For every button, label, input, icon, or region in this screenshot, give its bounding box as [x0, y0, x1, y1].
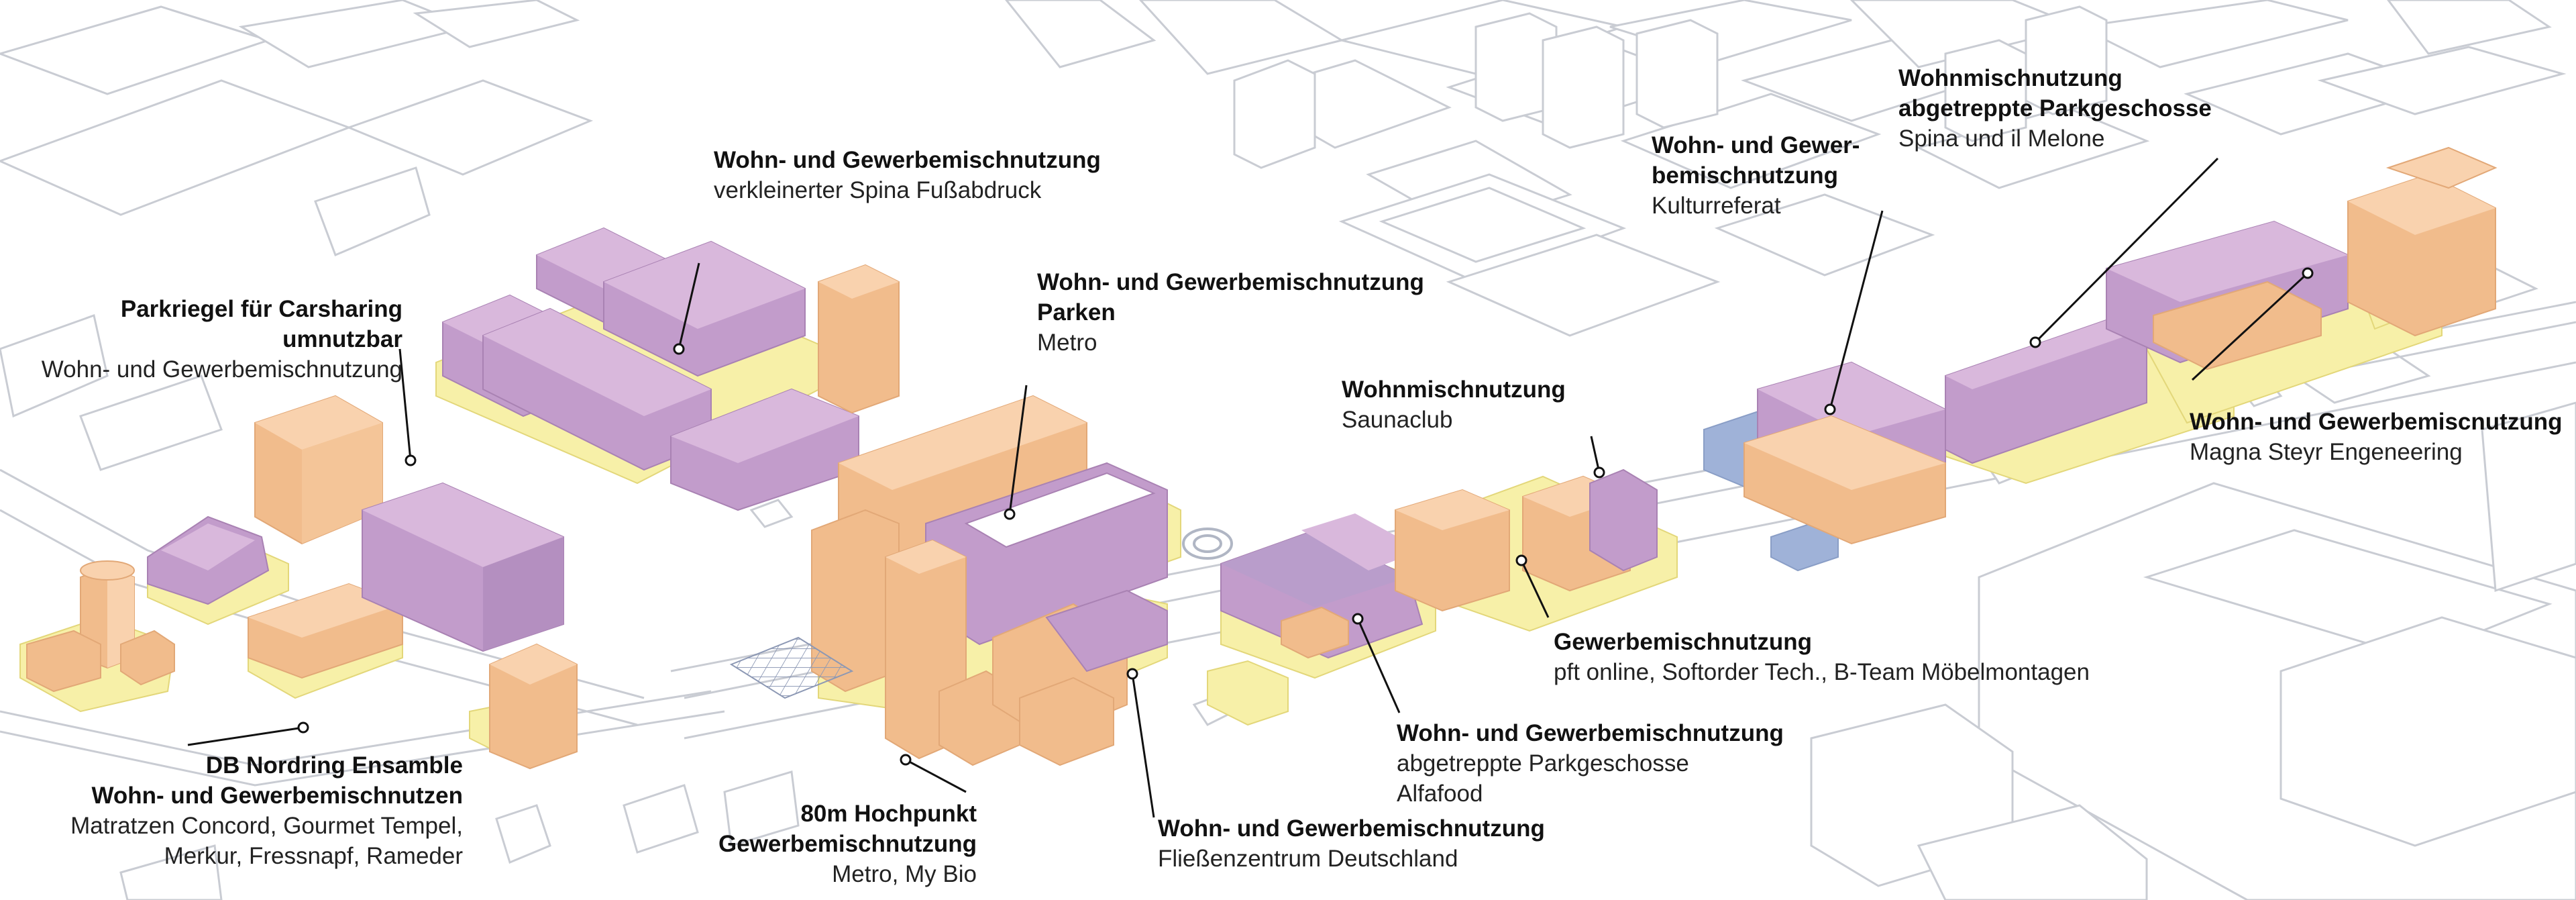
label-hochpunkt: 80m Hochpunkt Gewerbemischnutzung Metro,… — [671, 799, 977, 889]
label-title: 80m Hochpunkt — [800, 801, 977, 827]
label-title: Gewerbemischnutzung — [1554, 629, 1813, 655]
label-title: Wohn- und Gewerbemischnutzung — [1037, 269, 1424, 295]
building-metro-complex — [729, 395, 1233, 766]
label-title: Wohn- und Gewerbemiscnutzung — [2190, 409, 2563, 435]
label-subtitle: Matratzen Concord, Gourmet Tempel, — [70, 813, 463, 839]
building-kulturreferat — [1703, 361, 1946, 572]
label-title: Gewerbemischnutzung — [718, 831, 977, 857]
label-subtitle: Saunaclub — [1342, 407, 1453, 433]
label-alfafood: Wohn- und Gewerbemischnutzung abgetreppt… — [1397, 718, 1784, 809]
label-title: Wohnmischnutzung — [1342, 377, 1566, 403]
label-subtitle: Magna Steyr Engeneering — [2190, 439, 2463, 465]
label-title: umnutzbar — [282, 326, 402, 352]
label-subtitle: Metro — [1037, 330, 1097, 356]
label-spina-footprint: Wohn- und Gewerbemischnutzung verkleiner… — [714, 145, 1101, 205]
label-subtitle: Wohn- und Gewerbemischnutzung — [41, 356, 402, 383]
label-gewerbe: Gewerbemischnutzung pft online, Softorde… — [1554, 627, 2090, 687]
label-title: Parken — [1037, 299, 1116, 326]
label-title: abgetreppte Parkgeschosse — [1898, 95, 2212, 121]
leader-dots — [297, 267, 2314, 766]
building-nordring-tower — [26, 560, 175, 693]
label-fliessen: Wohn- und Gewerbemischnutzung Fließenzen… — [1158, 813, 1545, 874]
label-title: DB Nordring Ensamble — [205, 752, 463, 779]
label-saunaclub: Wohnmischnutzung Saunaclub — [1342, 374, 1566, 435]
building-magna — [2106, 146, 2498, 370]
building-spina-complex — [442, 227, 900, 511]
label-subtitle: Merkur, Fressnapf, Rameder — [164, 843, 463, 869]
label-subtitle: Alfafood — [1397, 781, 1483, 807]
label-subtitle: Fließenzentrum Deutschland — [1158, 846, 1458, 872]
label-kulturreferat: Wohn- und Gewer- bemischnutzung Kulturre… — [1652, 130, 1860, 221]
label-title: bemischnutzung — [1652, 162, 1839, 189]
label-metro-parken: Wohn- und Gewerbemischnutzung Parken Met… — [1037, 267, 1424, 358]
building-nordring-pavilion — [147, 515, 270, 605]
label-nordring: DB Nordring Ensamble Wohn- und Gewerbemi… — [0, 750, 463, 871]
label-subtitle: verkleinerter Spina Fußabdruck — [714, 177, 1042, 203]
building-gewerbe-row — [1395, 468, 1658, 612]
label-subtitle: Spina und il Melone — [1898, 126, 2105, 152]
label-title: Wohn- und Gewerbemischnutzung — [1158, 815, 1545, 842]
label-title: Parkriegel für Carsharing — [120, 296, 402, 322]
label-subtitle: abgetreppte Parkgeschosse — [1397, 750, 1689, 777]
label-title: Wohn- und Gewerbemischnutzung — [714, 147, 1101, 173]
label-parkriegel: Parkriegel für Carsharing umnutzbar Wohn… — [0, 294, 402, 385]
building-alfafood — [1220, 513, 1424, 659]
label-subtitle: pft online, Softorder Tech., B-Team Möbe… — [1554, 659, 2090, 685]
label-subtitle: Metro, My Bio — [832, 861, 977, 887]
label-title: Wohn- und Gewerbemischnutzen — [91, 783, 463, 809]
building-parkriegel-purple — [362, 482, 564, 652]
label-title: Wohn- und Gewerbemischnutzung — [1397, 720, 1784, 746]
label-title: Wohnmischnutzung — [1898, 65, 2123, 91]
building-nordring-tower-2 — [489, 643, 578, 770]
leader-lines — [187, 157, 2309, 818]
label-subtitle: Kulturreferat — [1652, 193, 1781, 219]
label-magna: Wohn- und Gewerbemiscnutzung Magna Steyr… — [2190, 407, 2562, 467]
label-spina-melone: Wohnmischnutzung abgetreppte Parkgeschos… — [1898, 63, 2212, 154]
label-title: Wohn- und Gewer- — [1652, 132, 1860, 158]
